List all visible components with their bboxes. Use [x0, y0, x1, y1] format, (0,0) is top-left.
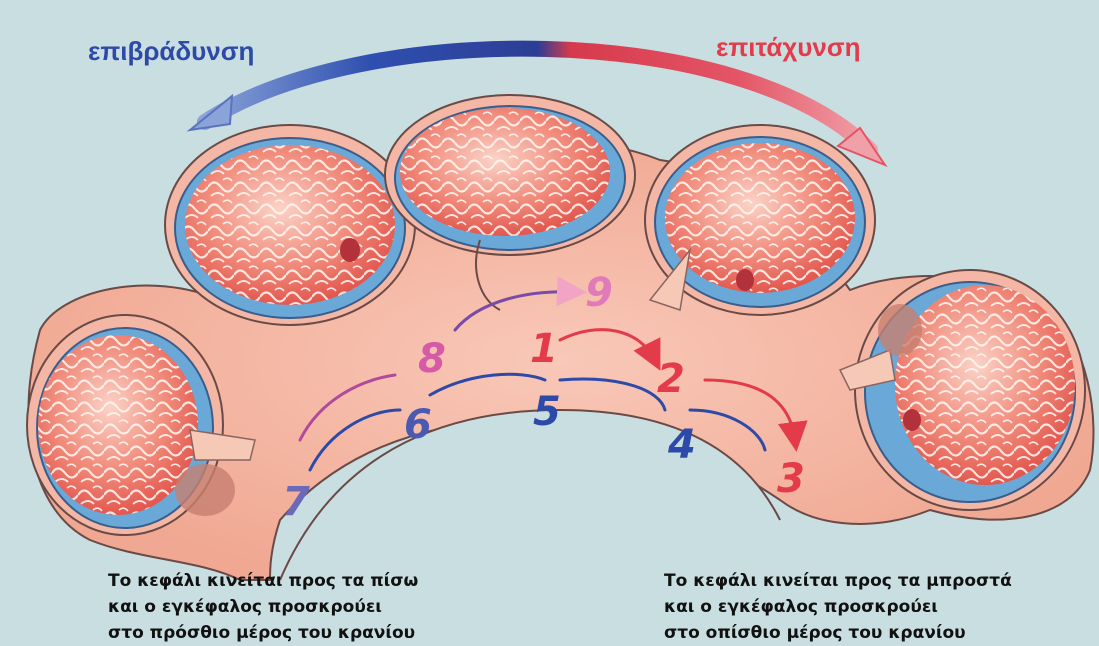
head-upper-right: [645, 125, 875, 315]
sequence-number-1: 1: [530, 326, 558, 372]
sequence-number-5: 5: [533, 389, 561, 435]
sequence-number-8: 8: [418, 336, 446, 382]
caption-left: Το κεφάλι κινείται προς τα πίσω και ο εγ…: [108, 568, 418, 646]
acceleration-label: επιτάχυνση: [716, 32, 861, 62]
sequence-number-3: 3: [777, 456, 805, 502]
deceleration-label: επιβράδυνση: [88, 36, 254, 66]
caption-right-line-2: και ο εγκέφαλος προσκρούει: [664, 594, 1012, 620]
caption-right: Το κεφάλι κινείται προς τα μπροστά και ο…: [664, 568, 1012, 646]
caption-left-line-2: και ο εγκέφαλος προσκρούει: [108, 594, 418, 620]
caption-right-line-1: Το κεφάλι κινείται προς τα μπροστά: [664, 568, 1012, 594]
caption-left-line-3: στο πρόσθιο μέρος του κρανίου: [108, 620, 418, 646]
sequence-number-2: 2: [657, 356, 685, 402]
head-upper-left: [165, 125, 415, 325]
sequence-number-4: 4: [667, 422, 696, 468]
sequence-number-9: 9: [585, 270, 613, 316]
sequence-number-6: 6: [404, 402, 432, 448]
caption-right-line-3: στο οπίσθιο μέρος του κρανίου: [664, 620, 1012, 646]
caption-left-line-1: Το κεφάλι κινείται προς τα πίσω: [108, 568, 418, 594]
sequence-number-7: 7: [282, 479, 310, 525]
